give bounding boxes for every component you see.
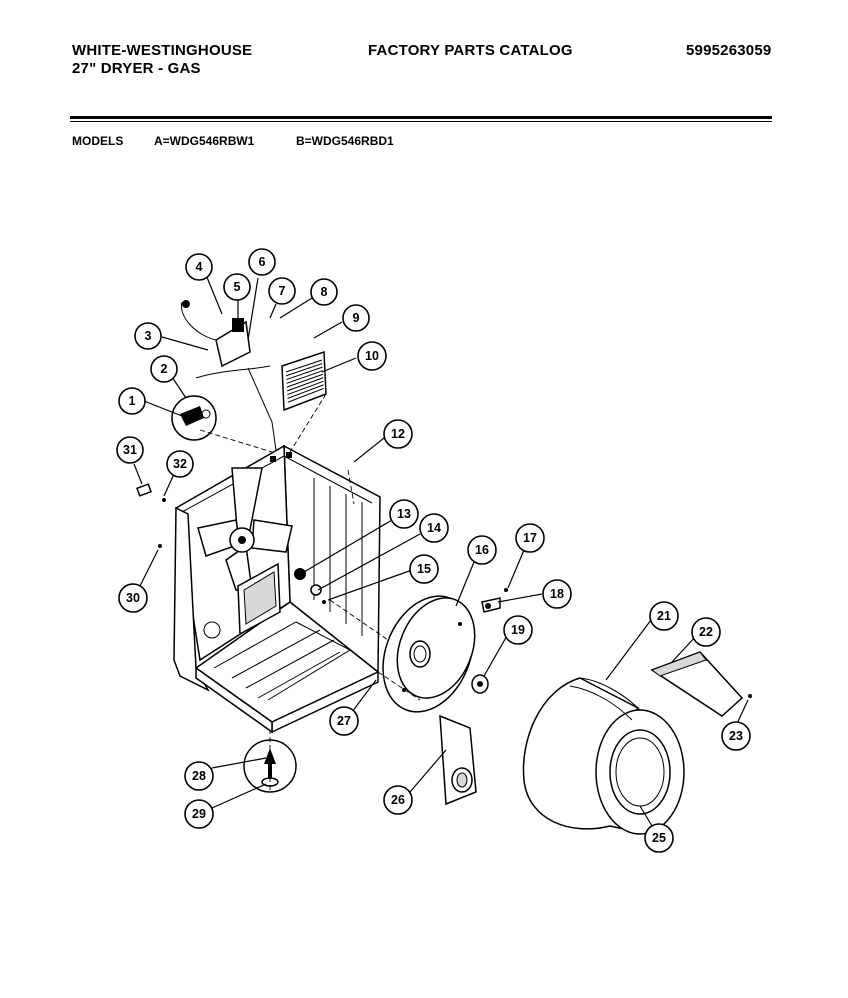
callout-27: 27 (329, 706, 359, 736)
catalog-title: FACTORY PARTS CATALOG (368, 42, 573, 59)
svg-text:8: 8 (321, 285, 328, 299)
part-21-drum (522, 677, 685, 836)
svg-text:1: 1 (129, 394, 136, 408)
model-a: A=WDG546RBW1 (154, 134, 255, 148)
product-name: 27" DRYER - GAS (72, 60, 201, 77)
svg-text:5: 5 (234, 280, 241, 294)
callout-22: 22 (691, 617, 721, 647)
cabinet-drawing (173, 444, 381, 734)
svg-text:28: 28 (192, 769, 206, 783)
svg-text:14: 14 (427, 521, 441, 535)
part-17-19-drawing (471, 588, 508, 694)
svg-text:13: 13 (397, 507, 411, 521)
callout-21: 21 (649, 601, 679, 631)
callout-29: 29 (184, 799, 214, 829)
callout-31: 31 (116, 436, 144, 464)
grille-slat (286, 370, 323, 384)
callout-balloons: 1 2 3 4 5 6 7 8 9 10 12 13 14 15 16 17 1… (116, 248, 751, 853)
assembly-lines (199, 393, 421, 790)
part-10-grille (281, 350, 327, 412)
callout-23: 23 (721, 721, 751, 751)
callout-16: 16 (467, 535, 497, 565)
callout-30: 30 (118, 583, 148, 613)
svg-text:16: 16 (475, 543, 489, 557)
svg-text:26: 26 (391, 793, 405, 807)
svg-text:25: 25 (652, 831, 666, 845)
svg-text:32: 32 (173, 457, 187, 471)
svg-text:30: 30 (126, 591, 140, 605)
brand-name: WHITE-WESTINGHOUSE (72, 42, 253, 59)
svg-text:17: 17 (523, 531, 537, 545)
callout-12: 12 (383, 419, 413, 449)
svg-text:18: 18 (550, 587, 564, 601)
callout-32: 32 (166, 450, 194, 478)
models-label: MODELS (72, 134, 124, 148)
part-1-2-drawing (171, 395, 217, 441)
model-b: B=WDG546RBD1 (296, 134, 394, 148)
grille-slat (287, 380, 324, 396)
grille-slat (286, 363, 323, 377)
part-22-baffle (650, 651, 752, 717)
callout-19: 19 (503, 615, 533, 645)
callout-7: 7 (268, 277, 296, 305)
callout-5: 5 (223, 273, 251, 301)
callout-4: 4 (185, 253, 213, 281)
grille-slat (286, 377, 324, 392)
grille-slat (287, 387, 324, 403)
part-26-duct (439, 714, 477, 806)
svg-text:10: 10 (365, 349, 379, 363)
part-13-15-drawing (294, 568, 326, 604)
drum-support-spider (197, 467, 293, 591)
callout-14: 14 (419, 513, 449, 543)
header-rule-thin (70, 121, 772, 122)
callout-26: 26 (383, 785, 413, 815)
callout-2: 2 (150, 355, 178, 383)
callout-3: 3 (134, 322, 162, 350)
svg-text:2: 2 (161, 362, 168, 376)
header-rule-thick (70, 116, 772, 119)
part-16-bulkhead (382, 595, 476, 713)
grille-slat (285, 359, 323, 373)
svg-text:29: 29 (192, 807, 206, 821)
svg-text:3: 3 (145, 329, 152, 343)
svg-text:12: 12 (391, 427, 405, 441)
callout-6: 6 (248, 248, 276, 276)
callout-15: 15 (409, 554, 439, 584)
svg-text:7: 7 (279, 284, 286, 298)
callout-13: 13 (389, 499, 419, 529)
catalog-part-number: 5995263059 (686, 42, 772, 59)
callout-1: 1 (118, 387, 146, 415)
callout-18: 18 (542, 579, 572, 609)
callout-9: 9 (342, 304, 370, 332)
svg-text:19: 19 (511, 623, 525, 637)
grille-slat (286, 373, 324, 388)
svg-text:31: 31 (123, 443, 137, 457)
svg-text:15: 15 (417, 562, 431, 576)
grille-slat (286, 366, 323, 381)
svg-text:22: 22 (699, 625, 713, 639)
svg-text:23: 23 (729, 729, 743, 743)
svg-text:4: 4 (196, 260, 203, 274)
callout-8: 8 (310, 278, 338, 306)
callout-10: 10 (357, 341, 387, 371)
svg-text:6: 6 (259, 255, 266, 269)
svg-text:21: 21 (657, 609, 671, 623)
callout-17: 17 (515, 523, 545, 553)
leader-lines (133, 269, 749, 827)
callout-25: 25 (644, 823, 674, 853)
callout-28: 28 (184, 761, 214, 791)
svg-text:9: 9 (353, 311, 360, 325)
svg-text:27: 27 (337, 714, 351, 728)
part-30-32-drawing (136, 483, 166, 548)
grille-slat (287, 384, 324, 399)
part-3-6-drawing (181, 300, 277, 451)
